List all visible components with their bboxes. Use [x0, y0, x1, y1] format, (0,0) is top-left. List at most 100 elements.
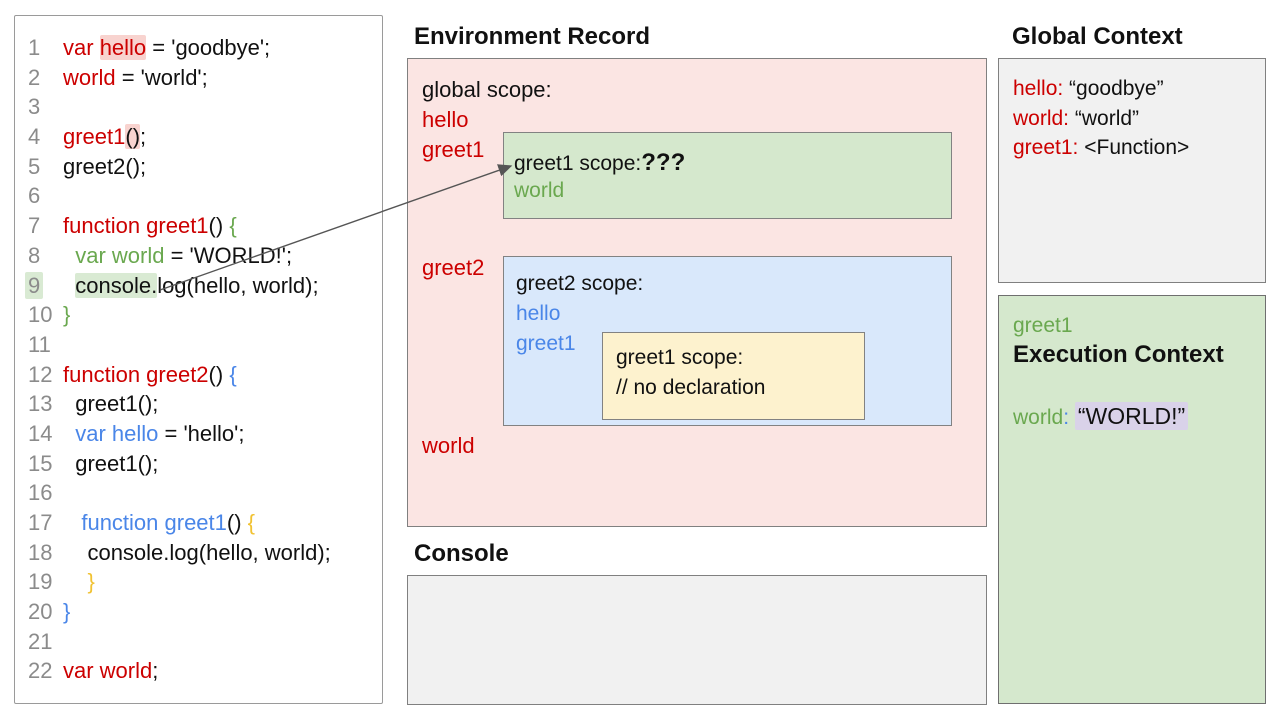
code-text: greet1();: [63, 122, 146, 152]
exec-var-colon: :: [1063, 406, 1070, 429]
code-line: 5 greet2();: [15, 152, 382, 182]
line-number: 17: [28, 510, 53, 535]
code-line: 6: [15, 181, 382, 211]
global-var-hello: hello: [422, 107, 469, 132]
line-number: 6: [28, 183, 41, 209]
code-token: console.: [75, 272, 158, 298]
line-number: 7: [28, 213, 41, 239]
entry-value: “world”: [1074, 106, 1140, 130]
line-number: 15: [28, 450, 53, 476]
code-line: 13 greet1();: [15, 389, 382, 419]
code-text: var hello = 'goodbye';: [63, 33, 270, 63]
entry-value: “goodbye”: [1069, 77, 1164, 100]
code-token: {: [247, 510, 256, 535]
global-var-greet2: greet2: [422, 255, 485, 280]
line-number: 18: [28, 539, 53, 565]
code-token: greet1: [63, 124, 126, 150]
global-context-box: hello: “goodbye” world: “world” greet1: …: [998, 58, 1266, 283]
line-number: 11: [28, 331, 51, 357]
code-text: console.log(hello, world);: [63, 271, 319, 301]
code-token: }: [63, 599, 71, 625]
global-scope-box: global scope: hello greet1 greet2 world …: [407, 58, 987, 527]
execution-context-fn-name: greet1: [1013, 314, 1073, 337]
line-number: 5: [28, 153, 41, 179]
code-text: var hello = 'hello';: [63, 419, 244, 449]
code-line: 16: [15, 478, 382, 508]
global-var-world: world: [422, 433, 475, 458]
code-text: function greet1() {: [63, 211, 237, 241]
code-text: var world;: [63, 656, 158, 686]
code-token: ;: [140, 124, 147, 150]
code-token: = 'WORLD!';: [164, 242, 293, 268]
entry-value: <Function>: [1084, 136, 1190, 159]
console-title: Console: [414, 540, 509, 567]
code-token: {: [229, 213, 237, 239]
global-var-greet1: greet1: [422, 137, 485, 162]
line-number: 2: [28, 64, 41, 90]
code-line: 20}: [15, 597, 382, 627]
code-token: (): [208, 361, 230, 387]
code-token: (): [208, 213, 230, 239]
greet1-scope-var-world: world: [514, 179, 565, 202]
line-number: 10: [28, 302, 53, 328]
exec-var-name: world: [1013, 406, 1064, 429]
code-text: function greet2() {: [63, 360, 237, 390]
entry-key: hello:: [1013, 77, 1064, 100]
code-text: var world = 'WORLD!';: [63, 241, 292, 271]
code-token: log(hello, world);: [157, 272, 319, 298]
line-number: 16: [28, 480, 53, 506]
code-token: greet1();: [75, 450, 159, 476]
code-token: = 'world';: [115, 64, 208, 90]
line-number: 3: [28, 94, 41, 120]
code-text: greet1();: [63, 449, 158, 479]
code-token: world: [63, 64, 116, 90]
code-line: 11: [15, 330, 382, 360]
line-number: 4: [28, 124, 41, 150]
code-token: var world: [63, 658, 153, 684]
code-line: 21: [15, 627, 382, 657]
code-line: 12 function greet2() {: [15, 360, 382, 390]
code-token: }: [63, 302, 71, 328]
global-context-entry: greet1: <Function>: [1013, 133, 1265, 163]
greet1-scope-unknown: ???: [641, 149, 686, 176]
greet2-scope-var-greet1: greet1: [516, 332, 576, 355]
code-token: {: [229, 361, 237, 387]
line-number: 13: [28, 391, 53, 417]
global-scope-label: global scope:: [422, 77, 552, 102]
execution-context-var-row: world: “WORLD!”: [1013, 402, 1189, 430]
greet1-execution-context-box: greet1 Execution Context world: “WORLD!”: [998, 295, 1266, 704]
code-text: }: [63, 597, 70, 627]
code-token: function greet1: [81, 510, 227, 535]
greet1-inner-scope-box: greet1 scope: // no declaration: [602, 332, 865, 420]
code-token: = 'hello';: [158, 420, 245, 446]
console-output-box: [407, 575, 987, 705]
code-token: ;: [152, 658, 159, 684]
execution-context-title: Execution Context: [1013, 341, 1224, 368]
code-line: 4 greet1();: [15, 122, 382, 152]
line-number: 21: [28, 628, 53, 654]
code-token: var world: [75, 242, 165, 268]
greet2-scope-title: greet2 scope:: [516, 272, 644, 295]
code-token: function greet2: [63, 361, 209, 387]
code-line: 9 console.log(hello, world);: [15, 271, 382, 301]
line-number: 12: [28, 361, 53, 387]
entry-key: world:: [1013, 106, 1070, 130]
global-context-title: Global Context: [1012, 23, 1183, 50]
code-text: greet2();: [63, 152, 146, 182]
code-token: var hello: [75, 420, 159, 446]
code-line: 7 function greet1() {: [15, 211, 382, 241]
code-line: 2 world = 'world';: [15, 63, 382, 93]
line-number: 20: [28, 599, 53, 625]
code-line: 3: [15, 92, 382, 122]
code-text: }: [63, 567, 94, 597]
greet1-inner-scope-comment: // no declaration: [616, 376, 766, 399]
global-context-entry: world: “world”: [1013, 104, 1265, 134]
code-token: (): [226, 510, 248, 535]
line-number: 8: [28, 242, 41, 268]
global-context-entry: hello: “goodbye”: [1013, 74, 1265, 104]
greet1-scope-box: greet1 scope:??? world: [503, 132, 952, 219]
code-text: world = 'world';: [63, 63, 208, 93]
code-line: 15 greet1();: [15, 449, 382, 479]
